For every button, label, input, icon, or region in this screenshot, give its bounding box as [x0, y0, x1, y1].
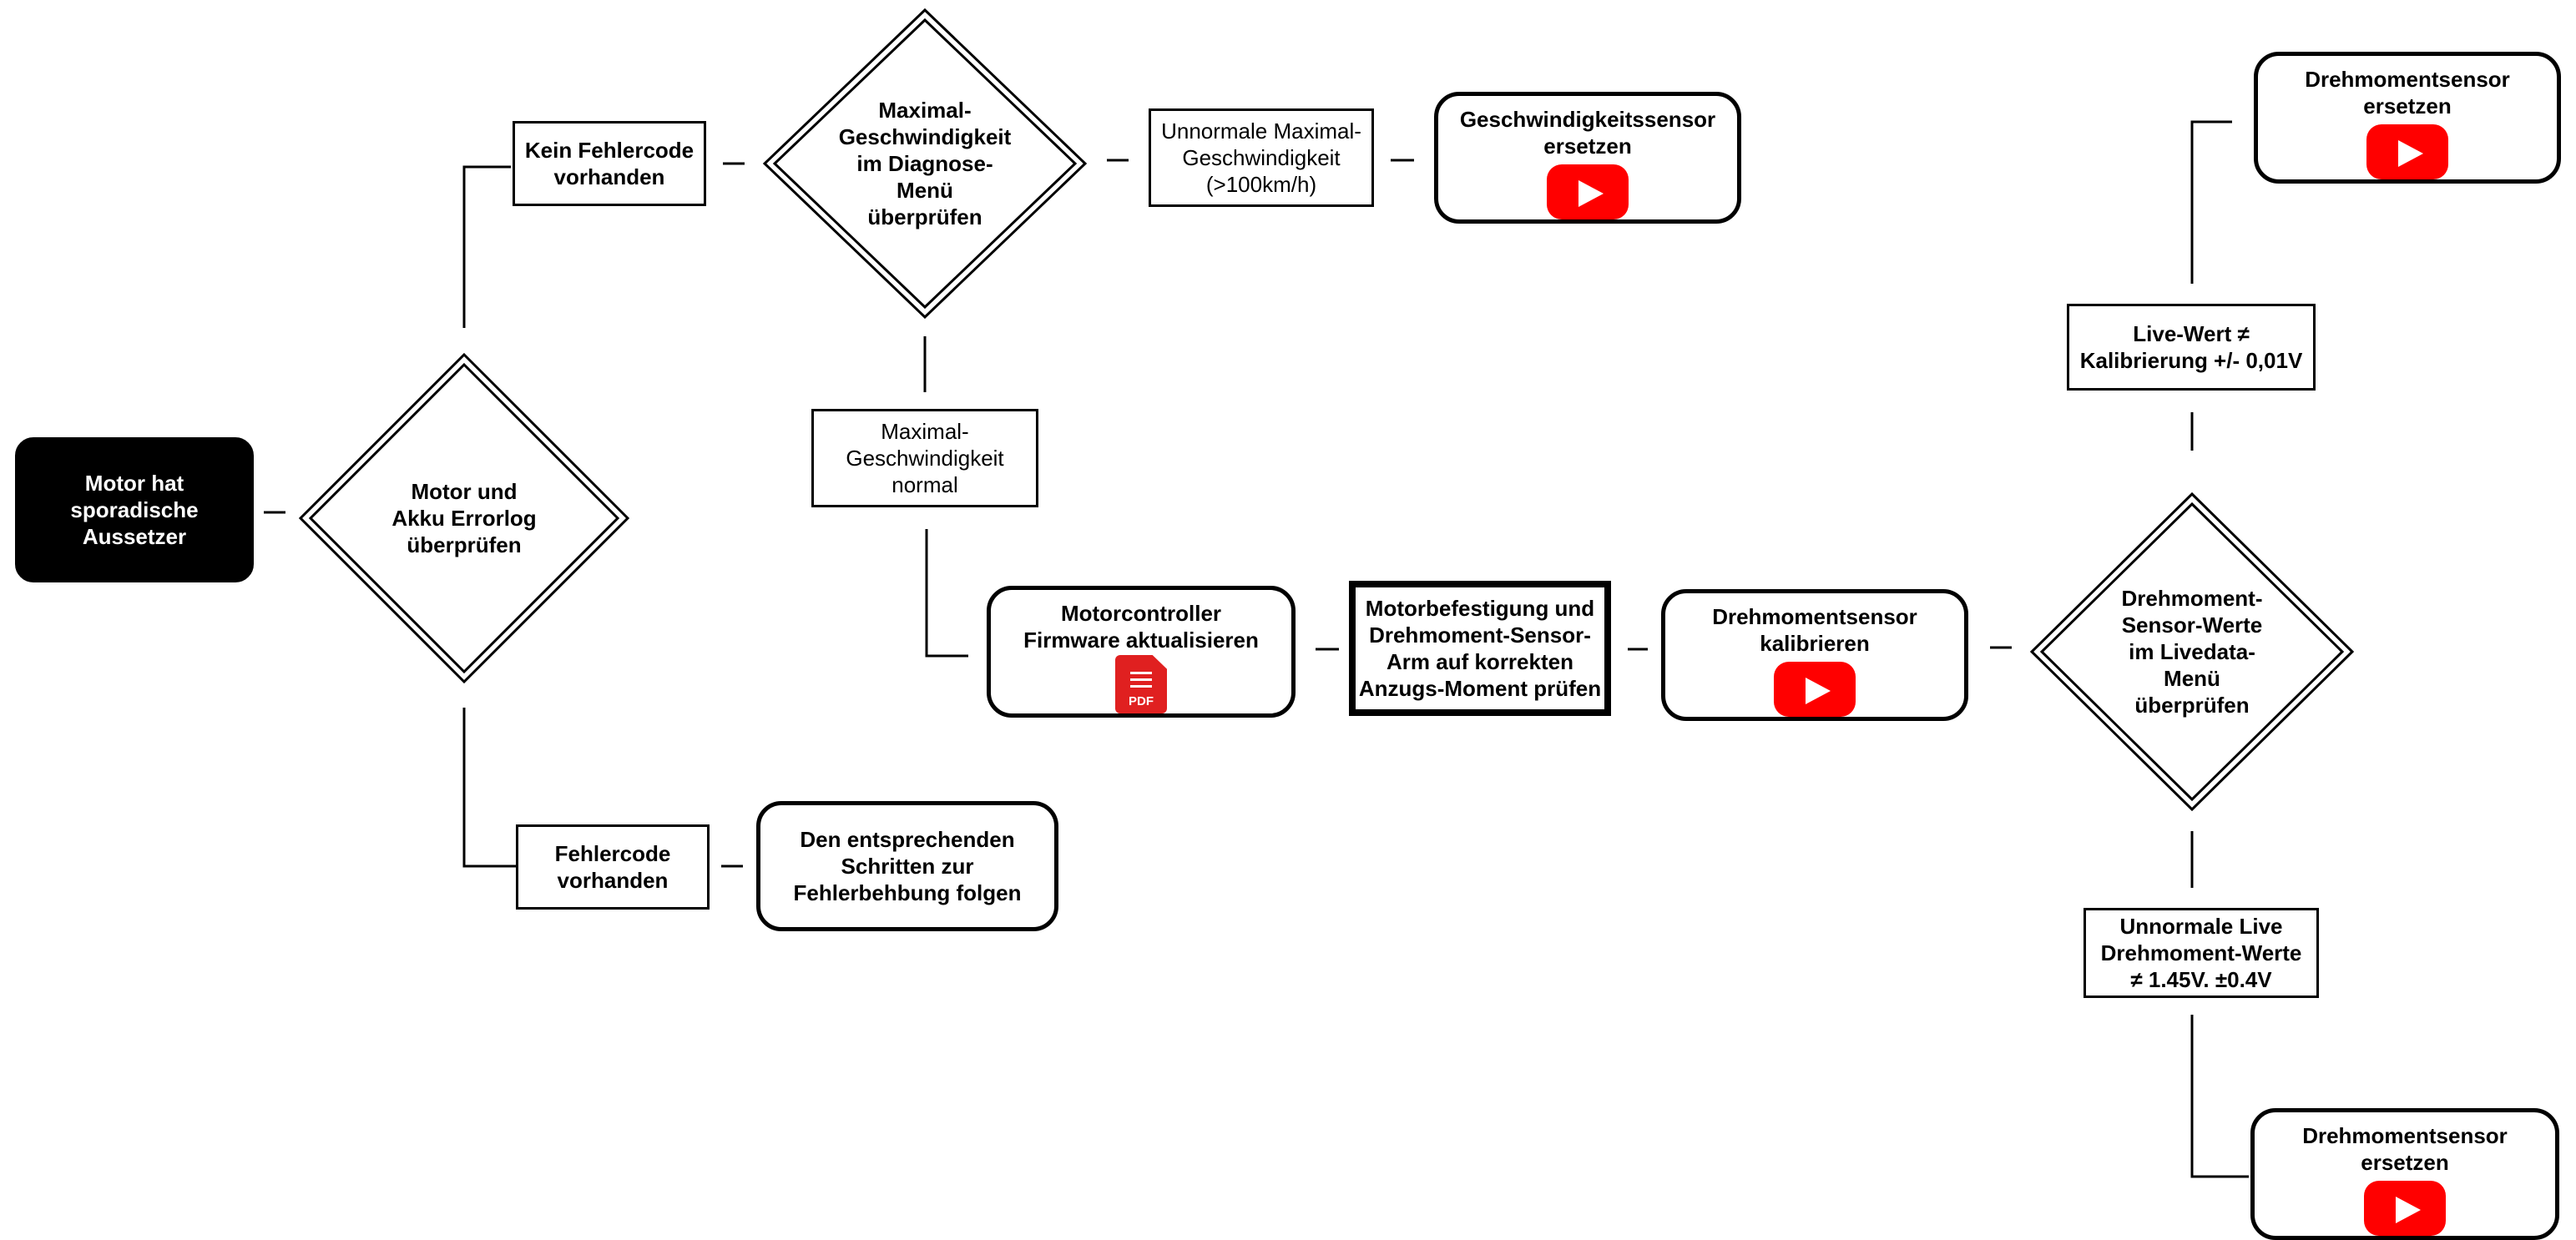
decision-check-torque-values: Drehmoment- Sensor-Werte im Livedata- Me… — [2028, 491, 2356, 813]
abnormal-max-speed-box: Unnormale Maximal- Geschwindigkeit (>100… — [1149, 108, 1374, 207]
replace-torque-sensor-bottom-label: Drehmomentsensor ersetzen — [2302, 1123, 2508, 1175]
follow-steps-label: Den entsprechenden Schritten zur Fehlerb… — [793, 827, 1022, 905]
pdf-document-icon[interactable]: PDF — [1115, 655, 1167, 713]
connector-errorlog-errorcode — [462, 708, 516, 868]
max-speed-normal-box: Maximal- Geschwindigkeit normal — [811, 409, 1038, 507]
connector-errorlog-noerror — [462, 165, 511, 328]
error-code-label: Fehlercode vorhanden — [554, 841, 671, 893]
no-error-code-label: Kein Fehlercode vorhanden — [524, 138, 695, 189]
youtube-play-icon[interactable] — [2364, 1181, 2446, 1236]
abnormal-max-speed-label: Unnormale Maximal- Geschwindigkeit (>100… — [1161, 118, 1361, 197]
replace-speed-sensor-box: Geschwindigkeitssensor ersetzen — [1434, 92, 1741, 224]
youtube-play-icon[interactable] — [1547, 164, 1629, 219]
replace-torque-sensor-top-label: Drehmomentsensor ersetzen — [2305, 67, 2510, 118]
start-label: Motor hat sporadische Aussetzer — [70, 471, 199, 549]
decision-check-max-speed-label: Maximal- Geschwindigkeit im Diagnose- Me… — [838, 98, 1012, 229]
pdf-icon-label: PDF — [1129, 694, 1154, 708]
youtube-play-icon[interactable] — [1774, 662, 1856, 717]
connector-live-replace-top — [2190, 120, 2232, 284]
error-code-box: Fehlercode vorhanden — [516, 824, 710, 910]
follow-steps-box: Den entsprechenden Schritten zur Fehlerb… — [756, 801, 1058, 931]
start-terminal: Motor hat sporadische Aussetzer — [15, 437, 254, 582]
calibrate-torque-label: Drehmomentsensor kalibrieren — [1712, 604, 1917, 656]
replace-torque-sensor-top-box: Drehmomentsensor ersetzen — [2254, 52, 2561, 184]
decision-check-max-speed: Maximal- Geschwindigkeit im Diagnose- Me… — [761, 7, 1088, 320]
replace-torque-sensor-bottom-box: Drehmomentsensor ersetzen — [2250, 1108, 2559, 1240]
decision-check-torque-values-label: Drehmoment- Sensor-Werte im Livedata- Me… — [2121, 586, 2263, 718]
live-value-deviation-label: Live-Wert ≠ Kalibrierung +/- 0,01V — [2079, 321, 2303, 373]
check-torque-mount-label: Motorbefestigung und Drehmoment-Sensor- … — [1358, 596, 1602, 701]
check-torque-mount-box: Motorbefestigung und Drehmoment-Sensor- … — [1349, 581, 1611, 716]
abnormal-live-torque-label: Unnormale Live Drehmoment-Werte ≠ 1.45V.… — [2100, 914, 2302, 992]
no-error-code-box: Kein Fehlercode vorhanden — [513, 121, 706, 206]
connector-normal-firmware — [925, 529, 968, 658]
decision-check-errorlog-label: Motor und Akku Errorlog überprüfen — [391, 479, 537, 557]
live-value-deviation-box: Live-Wert ≠ Kalibrierung +/- 0,01V — [2067, 304, 2316, 391]
update-firmware-box: Motorcontroller Firmware aktualisieren P… — [987, 586, 1296, 718]
abnormal-live-torque-box: Unnormale Live Drehmoment-Werte ≠ 1.45V.… — [2084, 908, 2319, 998]
connector-abnormal-replace-bottom — [2190, 1015, 2249, 1178]
decision-check-errorlog: Motor und Akku Errorlog überprüfen — [297, 351, 631, 685]
youtube-play-icon[interactable] — [2366, 124, 2448, 179]
update-firmware-label: Motorcontroller Firmware aktualisieren — [1023, 601, 1259, 653]
max-speed-normal-label: Maximal- Geschwindigkeit normal — [846, 419, 1004, 497]
replace-speed-sensor-label: Geschwindigkeitssensor ersetzen — [1459, 107, 1716, 159]
calibrate-torque-box: Drehmomentsensor kalibrieren — [1661, 589, 1968, 721]
